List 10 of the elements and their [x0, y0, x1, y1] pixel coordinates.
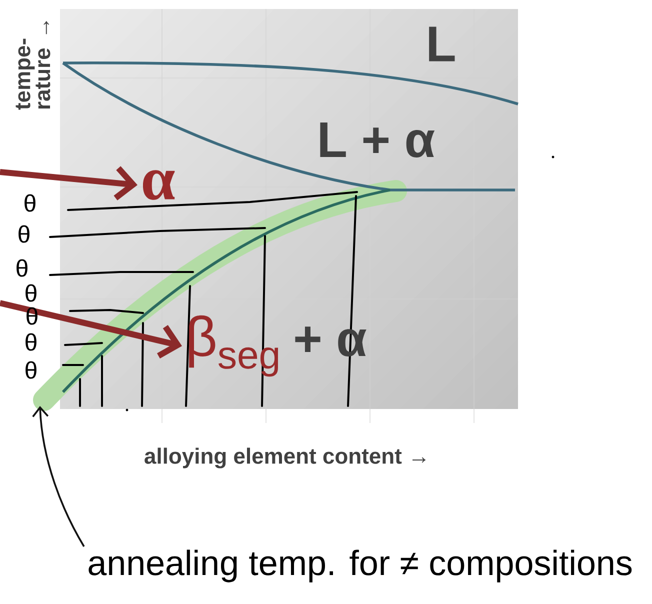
theta-label: θ [18, 225, 30, 243]
theta-label: θ [26, 333, 36, 351]
axis-title: tempe- rature → [16, 21, 50, 110]
theta-label: θ [24, 194, 36, 212]
handwritten-note: annealing temp. for ≠ compositions [88, 550, 632, 582]
axis-title: alloying element content → [144, 448, 426, 468]
curved-arrow [32, 406, 85, 547]
theta-label: θ [16, 259, 28, 277]
theta-label: θ [26, 361, 36, 379]
theta-label: θ [26, 284, 36, 302]
